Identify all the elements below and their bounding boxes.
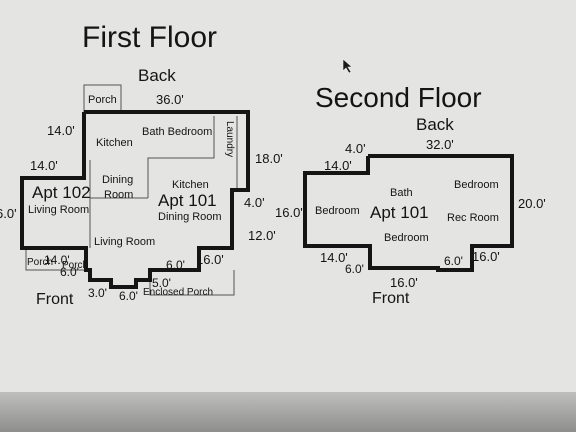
- monitor-bezel: [0, 392, 576, 432]
- living-room-102-label: Living Room: [28, 204, 89, 216]
- dim2-bottom-right-step: 6.0': [444, 254, 463, 268]
- dim-front-mid: 6.0': [166, 258, 185, 272]
- room-102-label: Room: [104, 189, 133, 201]
- living-room-101-label: Living Room: [94, 236, 155, 248]
- first-floor-exterior-wall: [20, 110, 250, 289]
- dim2-left-top: 14.0': [324, 158, 352, 173]
- dim-right-laundry: 18.0': [255, 151, 283, 166]
- dim2-step-top: 4.0': [345, 141, 366, 156]
- front-porch-label-b: Porch: [62, 260, 88, 271]
- dim-front-left: 14.0': [44, 253, 70, 267]
- dim-front-bottom-left: 3.0': [88, 286, 107, 300]
- dim-front-left-step: 6.0': [60, 265, 79, 279]
- dim2-bottom-right: 16.0': [472, 249, 500, 264]
- dim-left-upper: 14.0': [47, 123, 75, 138]
- bedroom-bottom-label: Bedroom: [384, 232, 429, 244]
- bedroom-right-label: Bedroom: [454, 179, 499, 191]
- dim-right-lower: 12.0': [248, 228, 276, 243]
- enclosed-porch-label: Enclosed Porch: [143, 287, 213, 298]
- dim2-left: 16.0': [275, 205, 303, 220]
- first-floor-back-label: Back: [138, 66, 176, 85]
- mouse-cursor-icon: [342, 58, 353, 74]
- second-floor-plan: Second Floor Back Bath Bedroom Bedroom A…: [275, 82, 546, 307]
- dim2-bottom-mid: 16.0': [390, 275, 418, 290]
- bedroom-left-label: Bedroom: [315, 205, 360, 217]
- second-floor-exterior-wall: [303, 154, 514, 272]
- dim2-right: 20.0': [518, 196, 546, 211]
- dim-right-step: 4.0': [244, 195, 265, 210]
- dim2-bottom-left-step: 6.0': [345, 262, 364, 276]
- dim-front-bottom-mid: 6.0': [119, 289, 138, 303]
- dining-room-101-label: Dining Room: [158, 211, 222, 223]
- second-floor-title: Second Floor: [315, 82, 482, 113]
- dim-left-edge: 6.0': [0, 206, 17, 221]
- apt-102-label: Apt 102: [32, 183, 91, 202]
- dim2-top: 32.0': [426, 137, 454, 152]
- first-floor-plan: First Floor Back Porch Kitchen Bath Bedr…: [0, 21, 283, 308]
- dining-102-label: Dining: [102, 174, 133, 186]
- bath-label: Bath: [390, 187, 413, 199]
- laundry-label: Laundry: [224, 121, 235, 157]
- kitchen-102-label: Kitchen: [96, 137, 133, 149]
- apt-101-label: Apt 101: [158, 191, 217, 210]
- kitchen-101-label: Kitchen: [172, 179, 209, 191]
- first-floor-title: First Floor: [82, 21, 217, 54]
- first-floor-front-label: Front: [36, 291, 74, 308]
- dim-top: 36.0': [156, 92, 184, 107]
- front-porch-label-a: Porch: [27, 257, 53, 268]
- back-porch-label: Porch: [88, 94, 117, 106]
- second-floor-back-label: Back: [416, 115, 454, 134]
- bath-bedroom-wall: [147, 116, 215, 198]
- enclosed-porch-outline: [149, 270, 235, 296]
- second-floor-front-label: Front: [372, 290, 410, 307]
- dim-front-right: 16.0': [196, 252, 224, 267]
- dim2-bottom-left: 14.0': [320, 250, 348, 265]
- apt-101-second-label: Apt 101: [370, 203, 429, 222]
- dim-front-small: 5.0': [152, 276, 171, 290]
- rec-room-label: Rec Room: [447, 212, 499, 224]
- dim-left-mid: 14.0': [30, 158, 58, 173]
- bath-bedroom-label: Bath Bedroom: [142, 126, 212, 138]
